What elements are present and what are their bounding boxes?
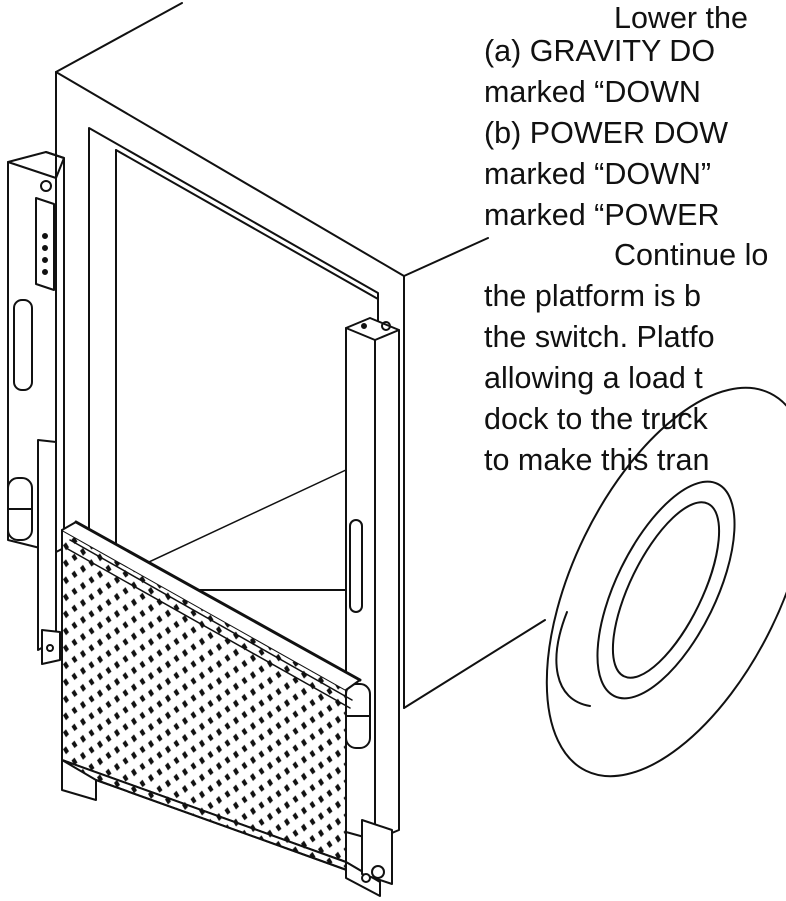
instruction-line-3: marked “DOWN: [484, 75, 701, 109]
instruction-line-1: Lower the: [614, 1, 748, 35]
hinge-hardware: [361, 819, 393, 885]
instruction-line-2: (a) GRAVITY DO: [484, 34, 716, 68]
instruction-line-11: dock to the truck: [484, 402, 708, 436]
instruction-line-6: marked “POWER: [484, 198, 720, 232]
instruction-line-12: to make this tran: [484, 443, 710, 477]
tire: [545, 386, 786, 778]
instruction-line-5: marked “DOWN”: [484, 157, 712, 191]
instruction-line-7: Continue lo: [614, 238, 769, 272]
instruction-line-8: the platform is b: [484, 279, 701, 313]
instruction-line-10: allowing a load t: [484, 361, 703, 395]
platform: [61, 520, 381, 897]
instruction-line-4: (b) POWER DOW: [484, 116, 728, 150]
left-post: [7, 151, 65, 665]
instruction-line-9: the switch. Platfo: [484, 320, 715, 354]
right-post: [345, 317, 400, 841]
